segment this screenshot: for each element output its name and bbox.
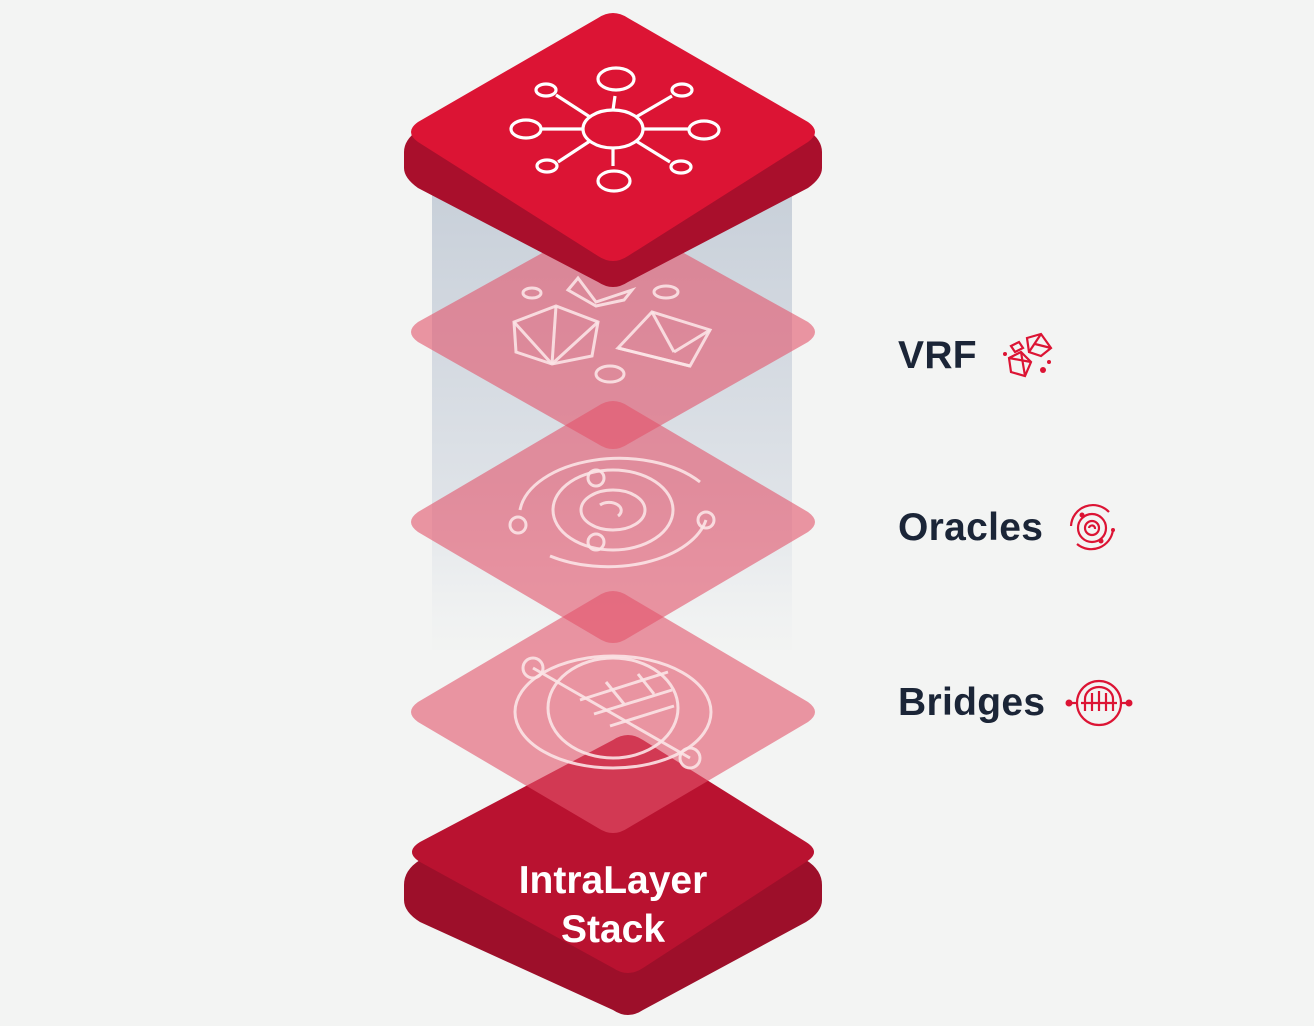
dice-icon xyxy=(1002,332,1053,378)
layer-bridges-tile xyxy=(411,591,815,833)
bridge-layer-icon xyxy=(513,654,713,770)
layer-label-vrf: VRF xyxy=(898,326,1057,386)
dice-layer-icon xyxy=(512,275,713,384)
layer-label-bridges: Bridges xyxy=(898,673,1133,733)
orbit-layer-icon xyxy=(508,456,716,569)
base-tile: IntraLayer Stack xyxy=(404,735,822,1015)
bridges-label: Bridges xyxy=(898,681,1046,724)
network-hub-icon xyxy=(509,66,721,193)
base-title-line2: Stack xyxy=(561,908,665,951)
oracles-label: Oracles xyxy=(898,506,1044,549)
layer-oracles-tile xyxy=(411,401,815,643)
layer-label-oracles: Oracles xyxy=(898,498,1121,558)
orbit-icon xyxy=(1070,503,1116,551)
bridge-icon xyxy=(1065,679,1133,727)
top-tile xyxy=(404,13,822,287)
layer-vrf-tile xyxy=(411,217,815,449)
base-title-line1: IntraLayer xyxy=(519,859,708,902)
vrf-label: VRF xyxy=(898,334,977,377)
